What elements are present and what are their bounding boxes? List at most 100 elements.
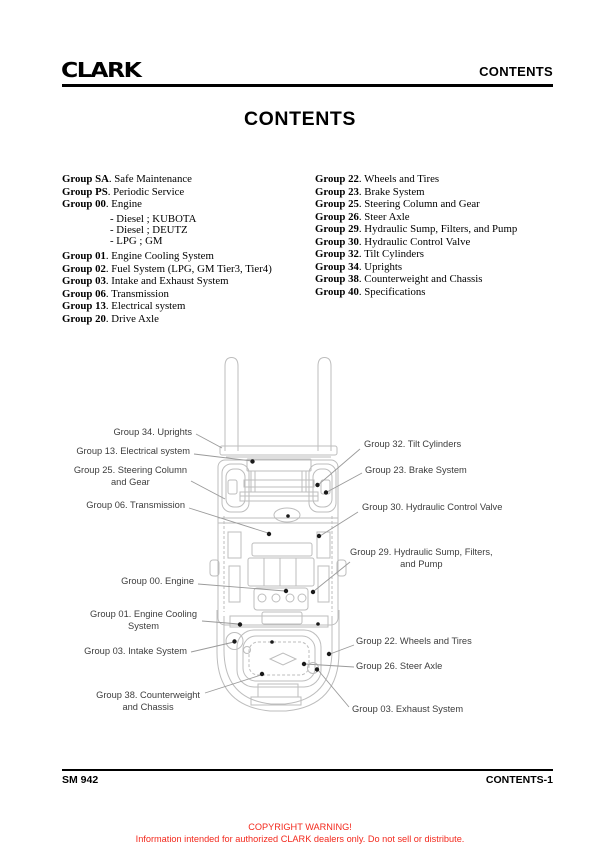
exhaust-outlet xyxy=(307,662,319,674)
copyright-warning-title: COPYRIGHT WARNING! xyxy=(248,822,352,832)
toc-entry-group: Group 29 xyxy=(315,223,359,235)
callout-label-transmission: Group 06. Transmission xyxy=(86,500,185,510)
toc-subentry: - LPG ; GM xyxy=(110,235,163,248)
callout-label-intake: Group 03. Intake System xyxy=(84,646,187,656)
toc-entry-title: . Hydraulic Control Valve xyxy=(358,235,471,248)
toc-entry-group: Group 20 xyxy=(62,312,106,325)
toc-entry-group: Group 13 xyxy=(62,300,106,313)
toc-entry-group: Group 06 xyxy=(62,287,106,300)
toc-entry-group: Group 03 xyxy=(62,275,106,288)
callout-label-engine: Group 00. Engine xyxy=(121,576,194,586)
toc-entry-group: Group 01 xyxy=(62,250,106,263)
toc-entry: Group 29. Hydraulic Sump, Filters, and P… xyxy=(315,223,575,236)
toc-entry-title: . Steering Column and Gear xyxy=(358,198,480,210)
toc-entry-title: . Hydraulic Sump, Filters, and Pump xyxy=(358,223,518,235)
callout-label-line: Group 29. Hydraulic Sump, Filters, xyxy=(350,547,493,557)
callout-label-line: and Chassis xyxy=(122,701,174,712)
toc-entry-title: . Transmission xyxy=(105,287,169,300)
toc-entry: Group SA. Safe Maintenance xyxy=(62,173,314,186)
callout-label-tilt-cylinders: Group 32. Tilt Cylinders xyxy=(364,439,462,449)
toc-entry-title: . Drive Axle xyxy=(105,312,159,325)
toc-entry-group: Group 26 xyxy=(315,210,359,223)
toc-entry-title: . Electrical system xyxy=(105,300,186,313)
callout-label-line: System xyxy=(128,620,159,631)
toc-entry: Group 03. Intake and Exhaust System xyxy=(62,275,314,288)
toc-entry: Group 00. Engine xyxy=(62,198,314,211)
toc-entry: Group 02. Fuel System (LPG, GM Tier3, Ti… xyxy=(62,263,314,276)
toc-entry-group: Group PS xyxy=(62,185,108,198)
toc-entry-title: . Counterweight and Chassis xyxy=(358,273,483,285)
toc-entry: Group 06. Transmission xyxy=(62,288,314,301)
header-section-label: CONTENTS xyxy=(479,64,553,79)
toc-entry: Group 01. Engine Cooling System xyxy=(62,250,314,263)
toc-entry-group: Group 30 xyxy=(315,235,359,248)
toc-entry-title: . Safe Maintenance xyxy=(108,173,192,185)
page-title: CONTENTS xyxy=(243,108,357,130)
toc-entry-group: Group 02 xyxy=(62,262,106,275)
right-fork xyxy=(317,356,332,451)
toc-entry: Group 22. Wheels and Tires xyxy=(315,173,575,186)
toc-entry-group: Group 00 xyxy=(62,198,106,210)
toc-entry: Group 25. Steering Column and Gear xyxy=(315,198,575,211)
toc-entry-group: Group 38 xyxy=(315,273,359,285)
toc-entry-group: Group 32 xyxy=(315,248,359,260)
toc-column-right: Group 22. Wheels and Tires Group 23. Bra… xyxy=(315,173,575,298)
callout-label-cooling: Group 01. Engine Cooling System xyxy=(90,609,197,632)
toc-engine-variants: - Diesel ; KUBOTA - Diesel ; DEUTZ - LPG… xyxy=(62,212,314,248)
toc-subentry: - Diesel ; DEUTZ xyxy=(110,223,188,236)
callout-label-hydraulic-sump: Group 29. Hydraulic Sump, Filters, and P… xyxy=(350,547,493,570)
callout-dots xyxy=(232,459,332,677)
toc-entry-group: Group 25 xyxy=(315,198,359,210)
toc-entry-title: . Engine xyxy=(105,198,142,210)
toc-entry: Group 26. Steer Axle xyxy=(315,211,575,224)
toc-entry-title: . Specifications xyxy=(358,285,426,298)
counterweight-outline xyxy=(216,610,340,712)
toc-entry-title: . Brake System xyxy=(358,185,425,198)
toc-entry-group: Group 22 xyxy=(315,173,359,185)
toc-entry-title: . Engine Cooling System xyxy=(105,250,214,263)
toc-entry: Group 20. Drive Axle xyxy=(62,313,314,326)
footer-page-number: CONTENTS-1 xyxy=(485,774,553,786)
callout-label-line: Group 25. Steering Column xyxy=(73,465,187,475)
toc-entry: Group 38. Counterweight and Chassis xyxy=(315,273,575,286)
toc-entry-title: . Fuel System (LPG, GM Tier3, Tier4) xyxy=(105,262,272,275)
toc-entry: Group 13. Electrical system xyxy=(62,300,314,313)
toc-entry-group: Group 34 xyxy=(315,260,359,273)
toc-entry-group: Group SA xyxy=(62,173,109,185)
callout-label-line: and Pump xyxy=(400,558,443,569)
callout-label-exhaust: Group 03. Exhaust System xyxy=(352,704,464,714)
toc-entry-title: . Periodic Service xyxy=(107,185,185,198)
toc-subentry: - Diesel ; KUBOTA xyxy=(110,212,197,225)
left-fork xyxy=(224,356,239,451)
callout-label-wheels: Group 22. Wheels and Tires xyxy=(356,636,472,646)
toc-entry-title: . Intake and Exhaust System xyxy=(105,275,229,288)
callout-label-steering: Group 25. Steering Column and Gear xyxy=(74,465,187,488)
callout-label-counterweight: Group 38. Counterweight and Chassis xyxy=(96,690,200,713)
toc-entry: Group 40. Specifications xyxy=(315,286,575,299)
callout-label-control-valve: Group 30. Hydraulic Control Valve xyxy=(362,502,503,512)
leader-lines xyxy=(188,433,363,708)
footer-doc-number: SM 942 xyxy=(62,774,99,786)
toc-entry: Group 32. Tilt Cylinders xyxy=(315,248,575,261)
callout-label-electrical: Group 13. Electrical system xyxy=(76,446,190,456)
toc-entry-group: Group 23 xyxy=(315,185,359,198)
copyright-warning-text: Information intended for authorized CLAR… xyxy=(135,834,465,845)
forklift-body xyxy=(209,356,347,712)
carriage-bar xyxy=(219,445,338,456)
clark-logo: CLARK xyxy=(61,58,142,83)
toc-entry: Group 23. Brake System xyxy=(315,186,575,199)
copyright-warning: COPYRIGHT WARNING! Information intended … xyxy=(0,821,600,846)
callout-label-line: and Gear xyxy=(111,476,150,487)
callout-label-brake: Group 23. Brake System xyxy=(365,465,467,475)
toc-entry-title: . Steer Axle xyxy=(358,210,410,223)
footer-divider xyxy=(62,769,553,771)
callout-label-steer-axle: Group 26. Steer Axle xyxy=(356,661,443,671)
toc-entry-title: . Uprights xyxy=(358,260,403,273)
callout-label-uprights: Group 34. Uprights xyxy=(113,427,192,437)
toc-entry-title: . Wheels and Tires xyxy=(358,173,440,185)
toc-column-left: Group SA. Safe Maintenance Group PS. Per… xyxy=(62,173,314,325)
sump-outline xyxy=(236,629,322,688)
header-divider xyxy=(62,84,553,87)
callout-label-line: Group 01. Engine Cooling xyxy=(90,609,197,619)
